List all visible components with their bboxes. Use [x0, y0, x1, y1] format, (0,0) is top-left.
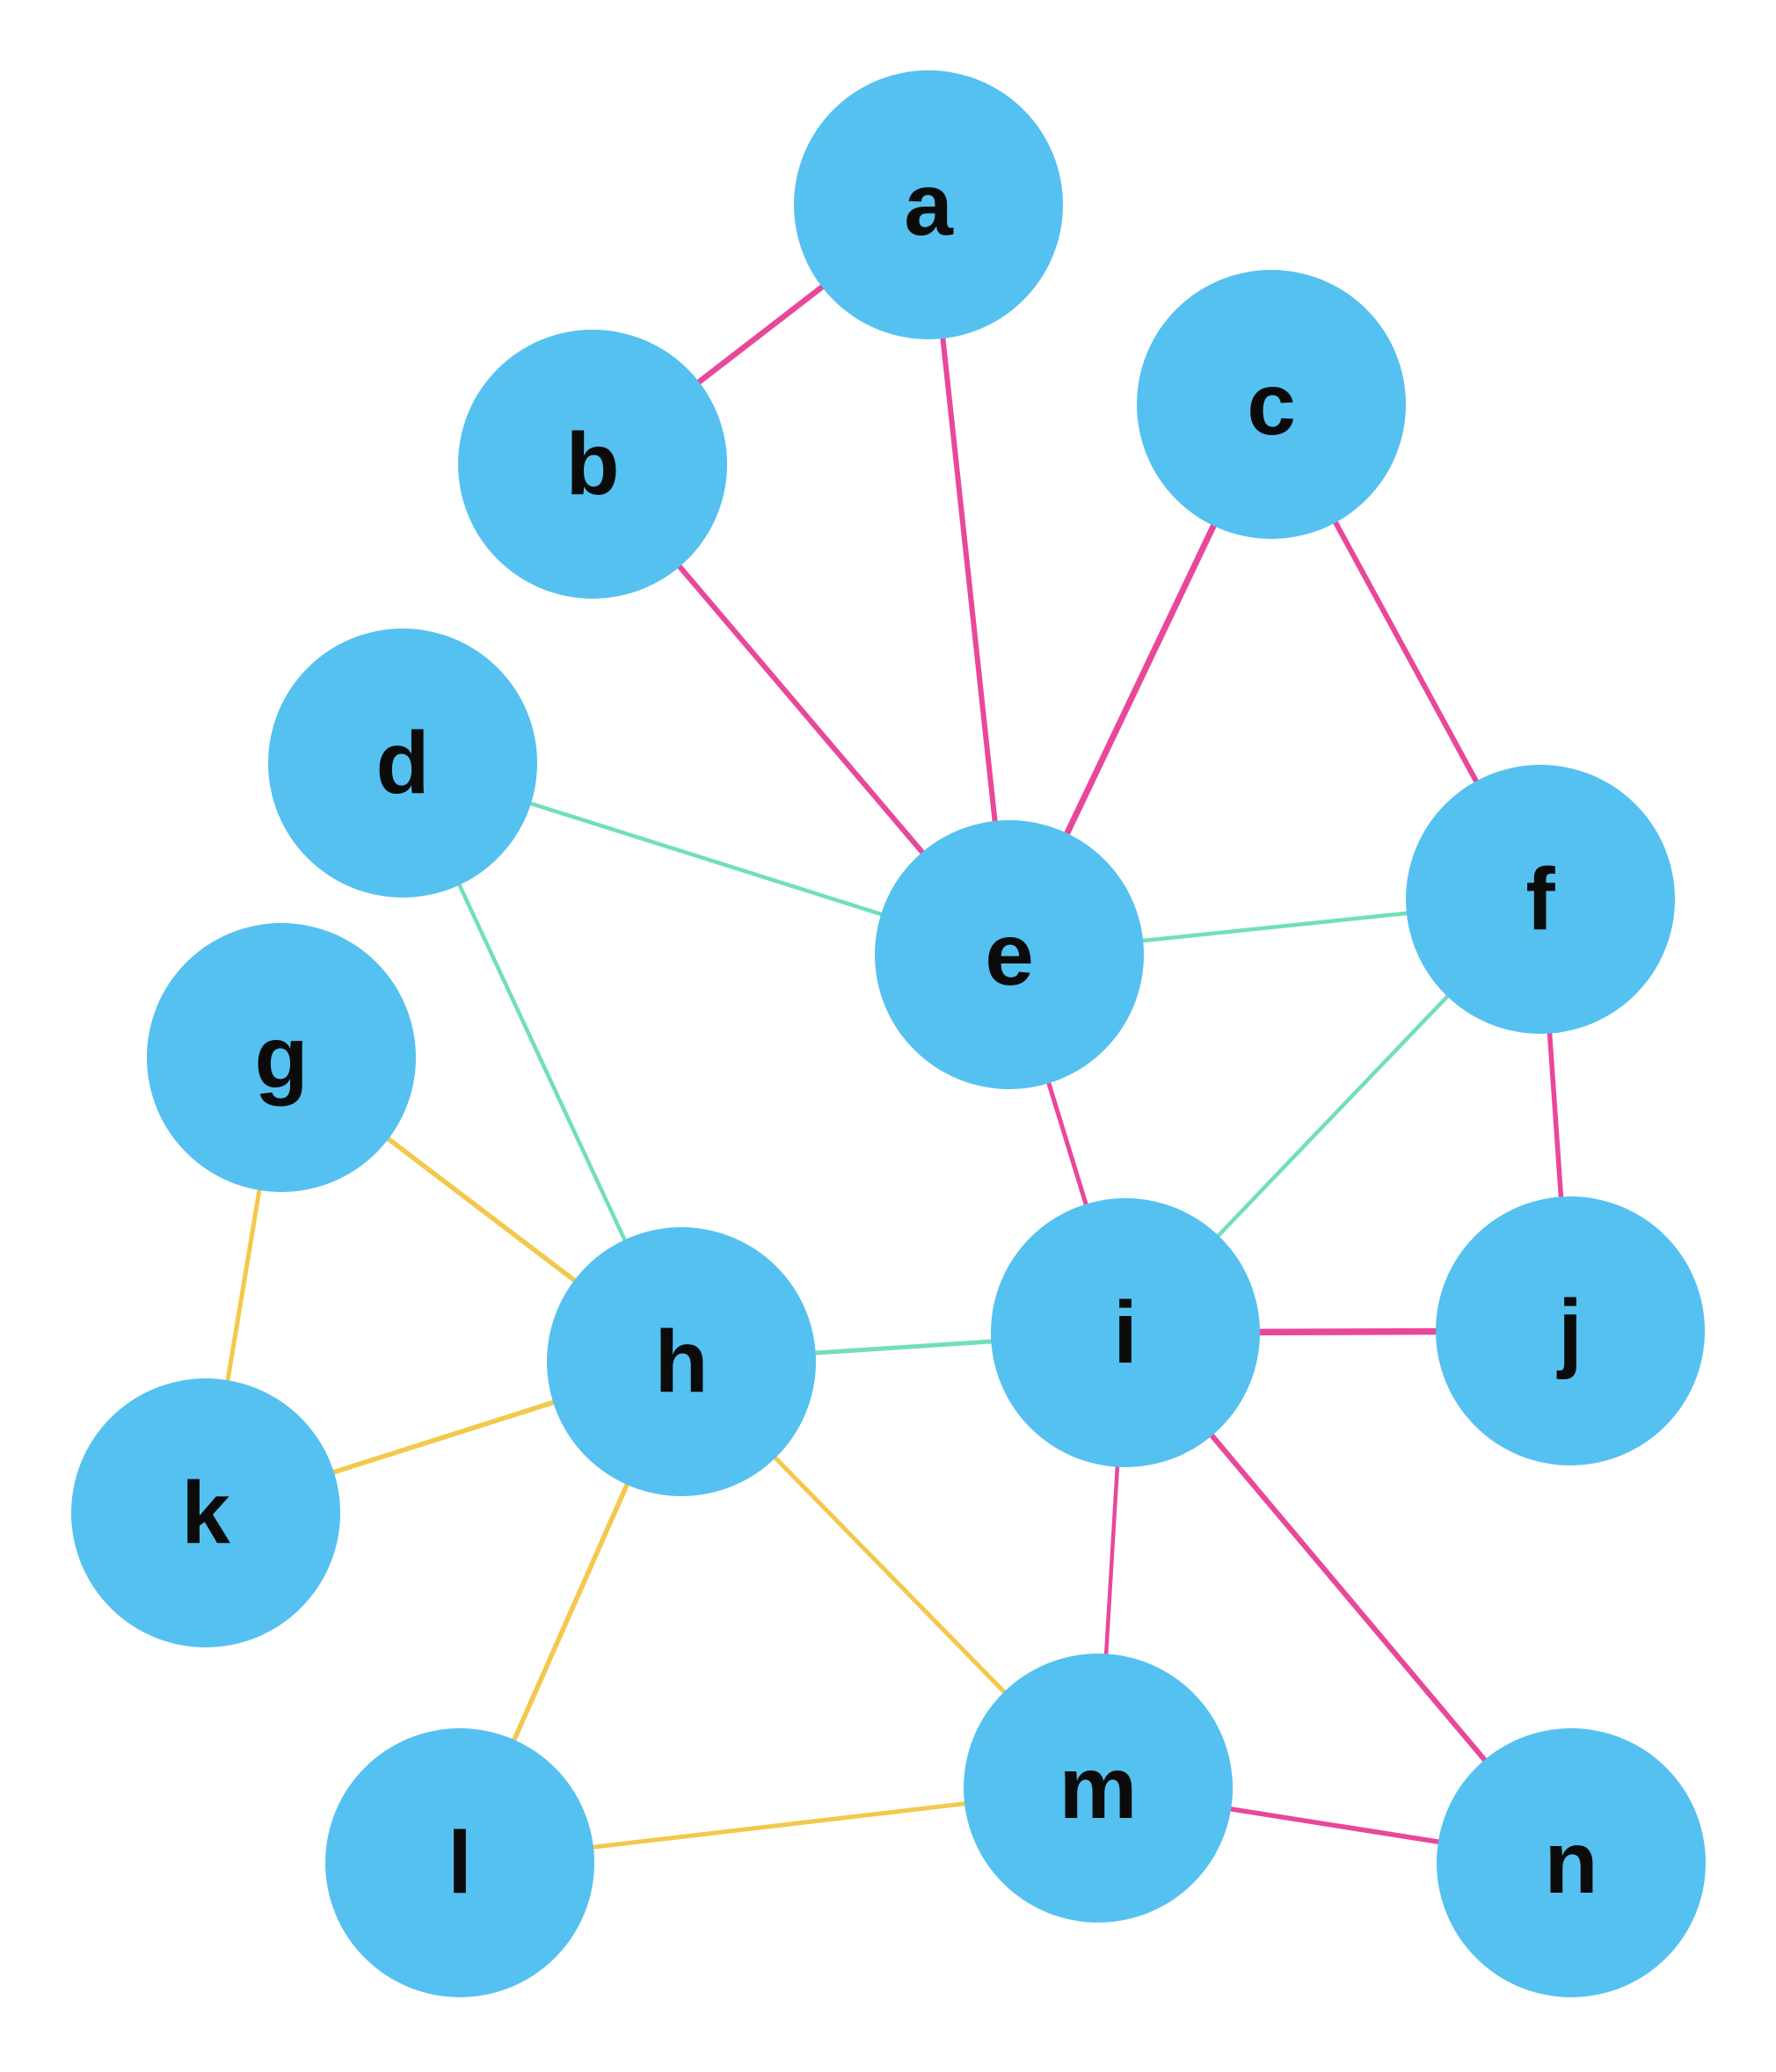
- node-d-circle[interactable]: [268, 629, 537, 898]
- node-a[interactable]: a: [794, 70, 1063, 339]
- node-g[interactable]: g: [147, 923, 416, 1192]
- node-j[interactable]: j: [1436, 1196, 1705, 1465]
- node-j-circle[interactable]: [1436, 1196, 1705, 1465]
- node-h-circle[interactable]: [547, 1227, 816, 1496]
- node-a-circle[interactable]: [794, 70, 1063, 339]
- node-d[interactable]: d: [268, 629, 537, 898]
- node-b-circle[interactable]: [458, 330, 727, 599]
- node-k[interactable]: k: [71, 1378, 340, 1647]
- node-g-circle[interactable]: [147, 923, 416, 1192]
- node-m[interactable]: m: [964, 1654, 1233, 1923]
- node-c[interactable]: c: [1137, 270, 1406, 539]
- node-m-circle[interactable]: [964, 1654, 1233, 1923]
- node-i-circle[interactable]: [991, 1198, 1260, 1467]
- node-i[interactable]: i: [991, 1198, 1260, 1467]
- node-f[interactable]: f: [1406, 765, 1675, 1034]
- node-b[interactable]: b: [458, 330, 727, 599]
- node-h[interactable]: h: [547, 1227, 816, 1496]
- node-n[interactable]: n: [1437, 1728, 1706, 1997]
- node-l[interactable]: l: [325, 1728, 594, 1997]
- node-n-circle[interactable]: [1437, 1728, 1706, 1997]
- node-l-circle[interactable]: [325, 1728, 594, 1997]
- node-k-circle[interactable]: [71, 1378, 340, 1647]
- node-e-circle[interactable]: [875, 820, 1144, 1089]
- node-f-circle[interactable]: [1406, 765, 1675, 1034]
- node-c-circle[interactable]: [1137, 270, 1406, 539]
- node-e[interactable]: e: [875, 820, 1144, 1089]
